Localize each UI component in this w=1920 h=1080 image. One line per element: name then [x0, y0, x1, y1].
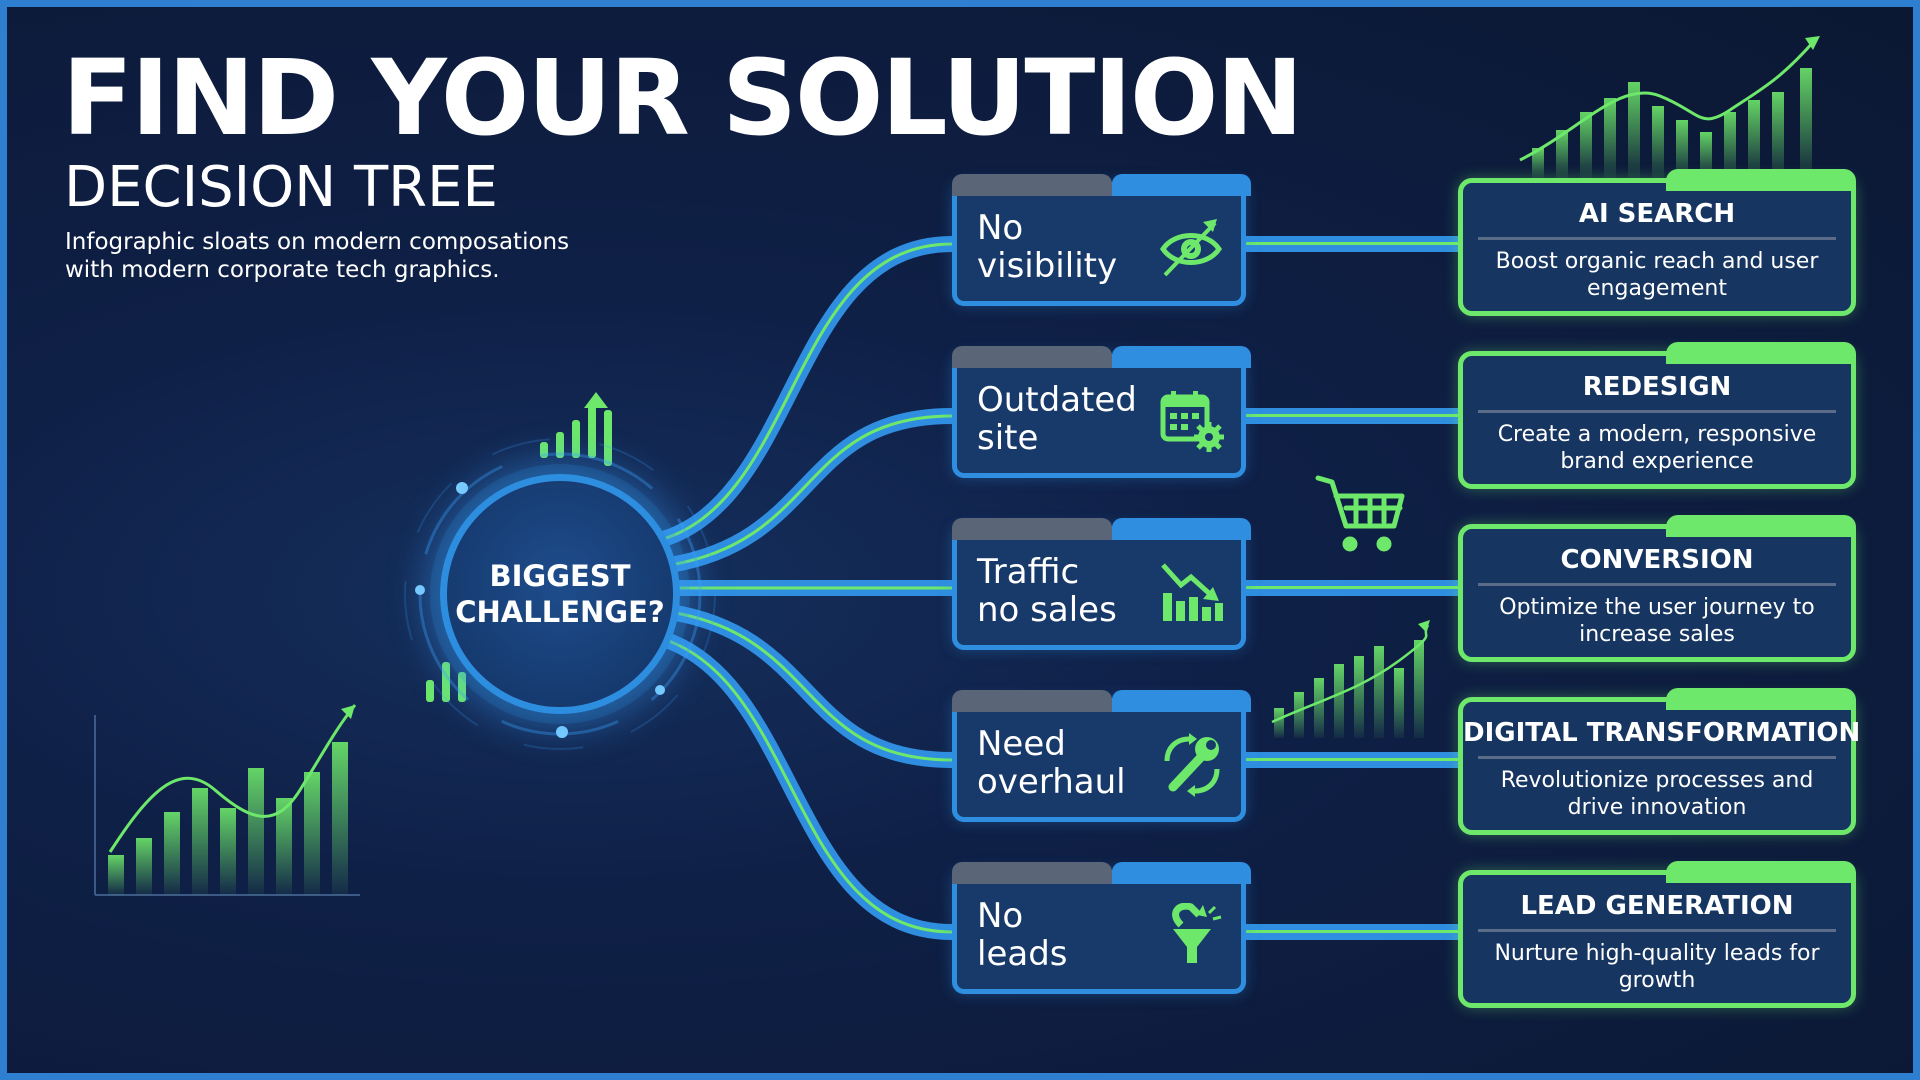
solution-description: Optimize the user journey to increase sa… [1499, 595, 1815, 647]
problem-label: Outdated site [977, 380, 1137, 458]
solution-title: DIGITAL TRANSFORMATION [1463, 718, 1861, 748]
wrench-arrows-icon [1164, 733, 1220, 797]
hub-growth-bars-icon [426, 392, 612, 702]
hub-glow-rings [404, 438, 716, 750]
problem-label: No leads [977, 896, 1068, 974]
eye-arrow-icon [1159, 219, 1223, 277]
solution-title: AI SEARCH [1578, 199, 1736, 229]
problem-node-no-leads: No leads [952, 862, 1251, 994]
solution-description: Revolutionize processes and drive innova… [1500, 768, 1814, 820]
problem-node-need-overhaul: Need overhaul [952, 690, 1251, 822]
hub-node: BIGGEST CHALLENGE? [440, 474, 680, 714]
decor-chart-top-right-icon [1519, 36, 1820, 178]
solution-node-ai-search: AI SEARCH Boost organic reach and user e… [1458, 169, 1856, 316]
solution-node-redesign: REDESIGN Create a modern, responsive bra… [1458, 342, 1856, 489]
page-description: Infographic sloats on modern composation… [65, 229, 570, 283]
problem-node-no-visibility: No visibility [952, 174, 1251, 306]
hub-label: BIGGEST CHALLENGE? [455, 559, 665, 629]
solution-node-lead-generation: LEAD GENERATION Nurture high-quality lea… [1458, 861, 1856, 1008]
problem-label: Traffic no sales [977, 552, 1117, 630]
solution-description: Nurture high-quality leads for growth [1494, 941, 1820, 993]
page-title: FIND YOUR SOLUTION [62, 37, 1303, 159]
problem-node-outdated-site: Outdated site [952, 346, 1251, 478]
solution-description: Create a modern, responsive brand experi… [1497, 422, 1817, 474]
decor-chart-mid-right-icon [1271, 620, 1430, 738]
solution-title: CONVERSION [1560, 545, 1754, 575]
solution-title: LEAD GENERATION [1520, 891, 1794, 921]
problem-label: No visibility [977, 208, 1118, 286]
shopping-cart-icon [1315, 475, 1405, 552]
calendar-gear-icon [1160, 391, 1224, 452]
problem-label: Need overhaul [977, 724, 1126, 802]
chart-down-icon [1161, 563, 1223, 621]
page-subtitle: DECISION TREE [64, 155, 498, 220]
solution-node-digital-transformation: DIGITAL TRANSFORMATION Revolutionize pro… [1458, 688, 1861, 835]
decor-chart-left-icon [94, 704, 360, 896]
solution-description: Boost organic reach and user engagement [1495, 249, 1819, 301]
solution-connectors [1246, 236, 1458, 940]
problem-node-traffic-no-sales: Traffic no sales [952, 518, 1251, 650]
solution-node-conversion: CONVERSION Optimize the user journey to … [1458, 515, 1856, 662]
solution-title: REDESIGN [1582, 372, 1732, 402]
magnet-funnel-icon [1172, 903, 1222, 963]
hub-connectors [652, 236, 960, 940]
